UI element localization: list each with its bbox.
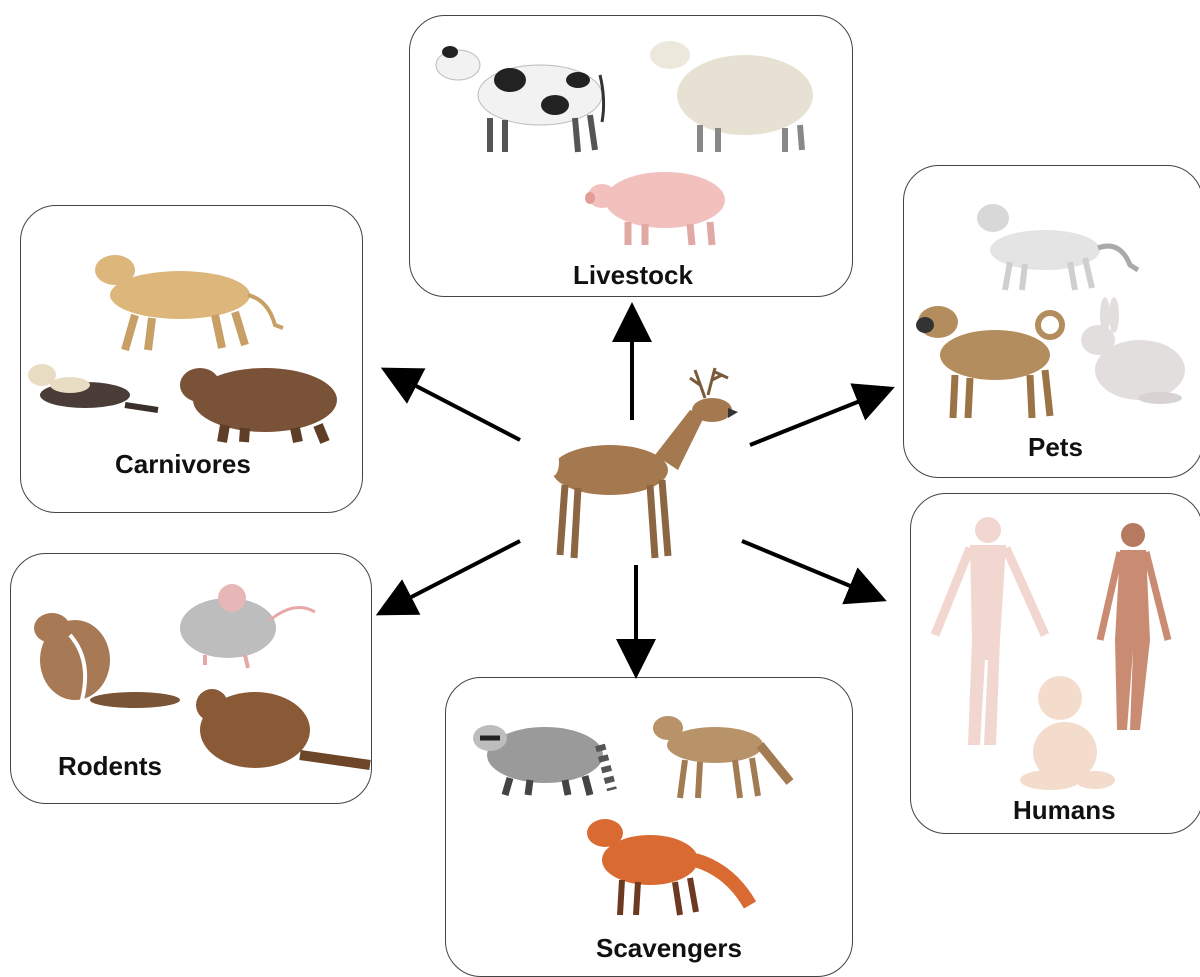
cat-icon [977,204,1138,290]
woman-icon [1100,523,1168,730]
pig-icon [585,172,725,245]
ferret-icon [28,364,158,410]
baby-icon [1020,676,1115,790]
beaver-icon [196,689,370,768]
arrow-to-carnivores [395,375,520,440]
rodents-label: Rodents [58,751,162,782]
arrow-to-rodents [390,541,520,608]
chipmunk-icon [34,613,180,708]
deer-icon [547,368,738,558]
lioness-icon [95,255,283,350]
bear-icon [180,368,337,442]
mouse-icon [180,584,315,668]
coyote-icon [653,716,790,798]
carnivores-label: Carnivores [115,449,251,480]
sheep-icon [650,41,813,152]
arrow-to-humans [742,541,872,595]
man-icon [935,517,1045,745]
fox-icon [587,819,750,915]
arrow-to-pets [750,393,880,445]
pets-label: Pets [1028,432,1083,463]
humans-label: Humans [1013,795,1116,826]
dog-icon [916,306,1062,418]
raccoon-icon [473,725,612,795]
cow-icon [436,46,604,152]
scavengers-label: Scavengers [596,933,742,964]
rabbit-icon [1081,297,1185,404]
livestock-label: Livestock [573,260,693,291]
